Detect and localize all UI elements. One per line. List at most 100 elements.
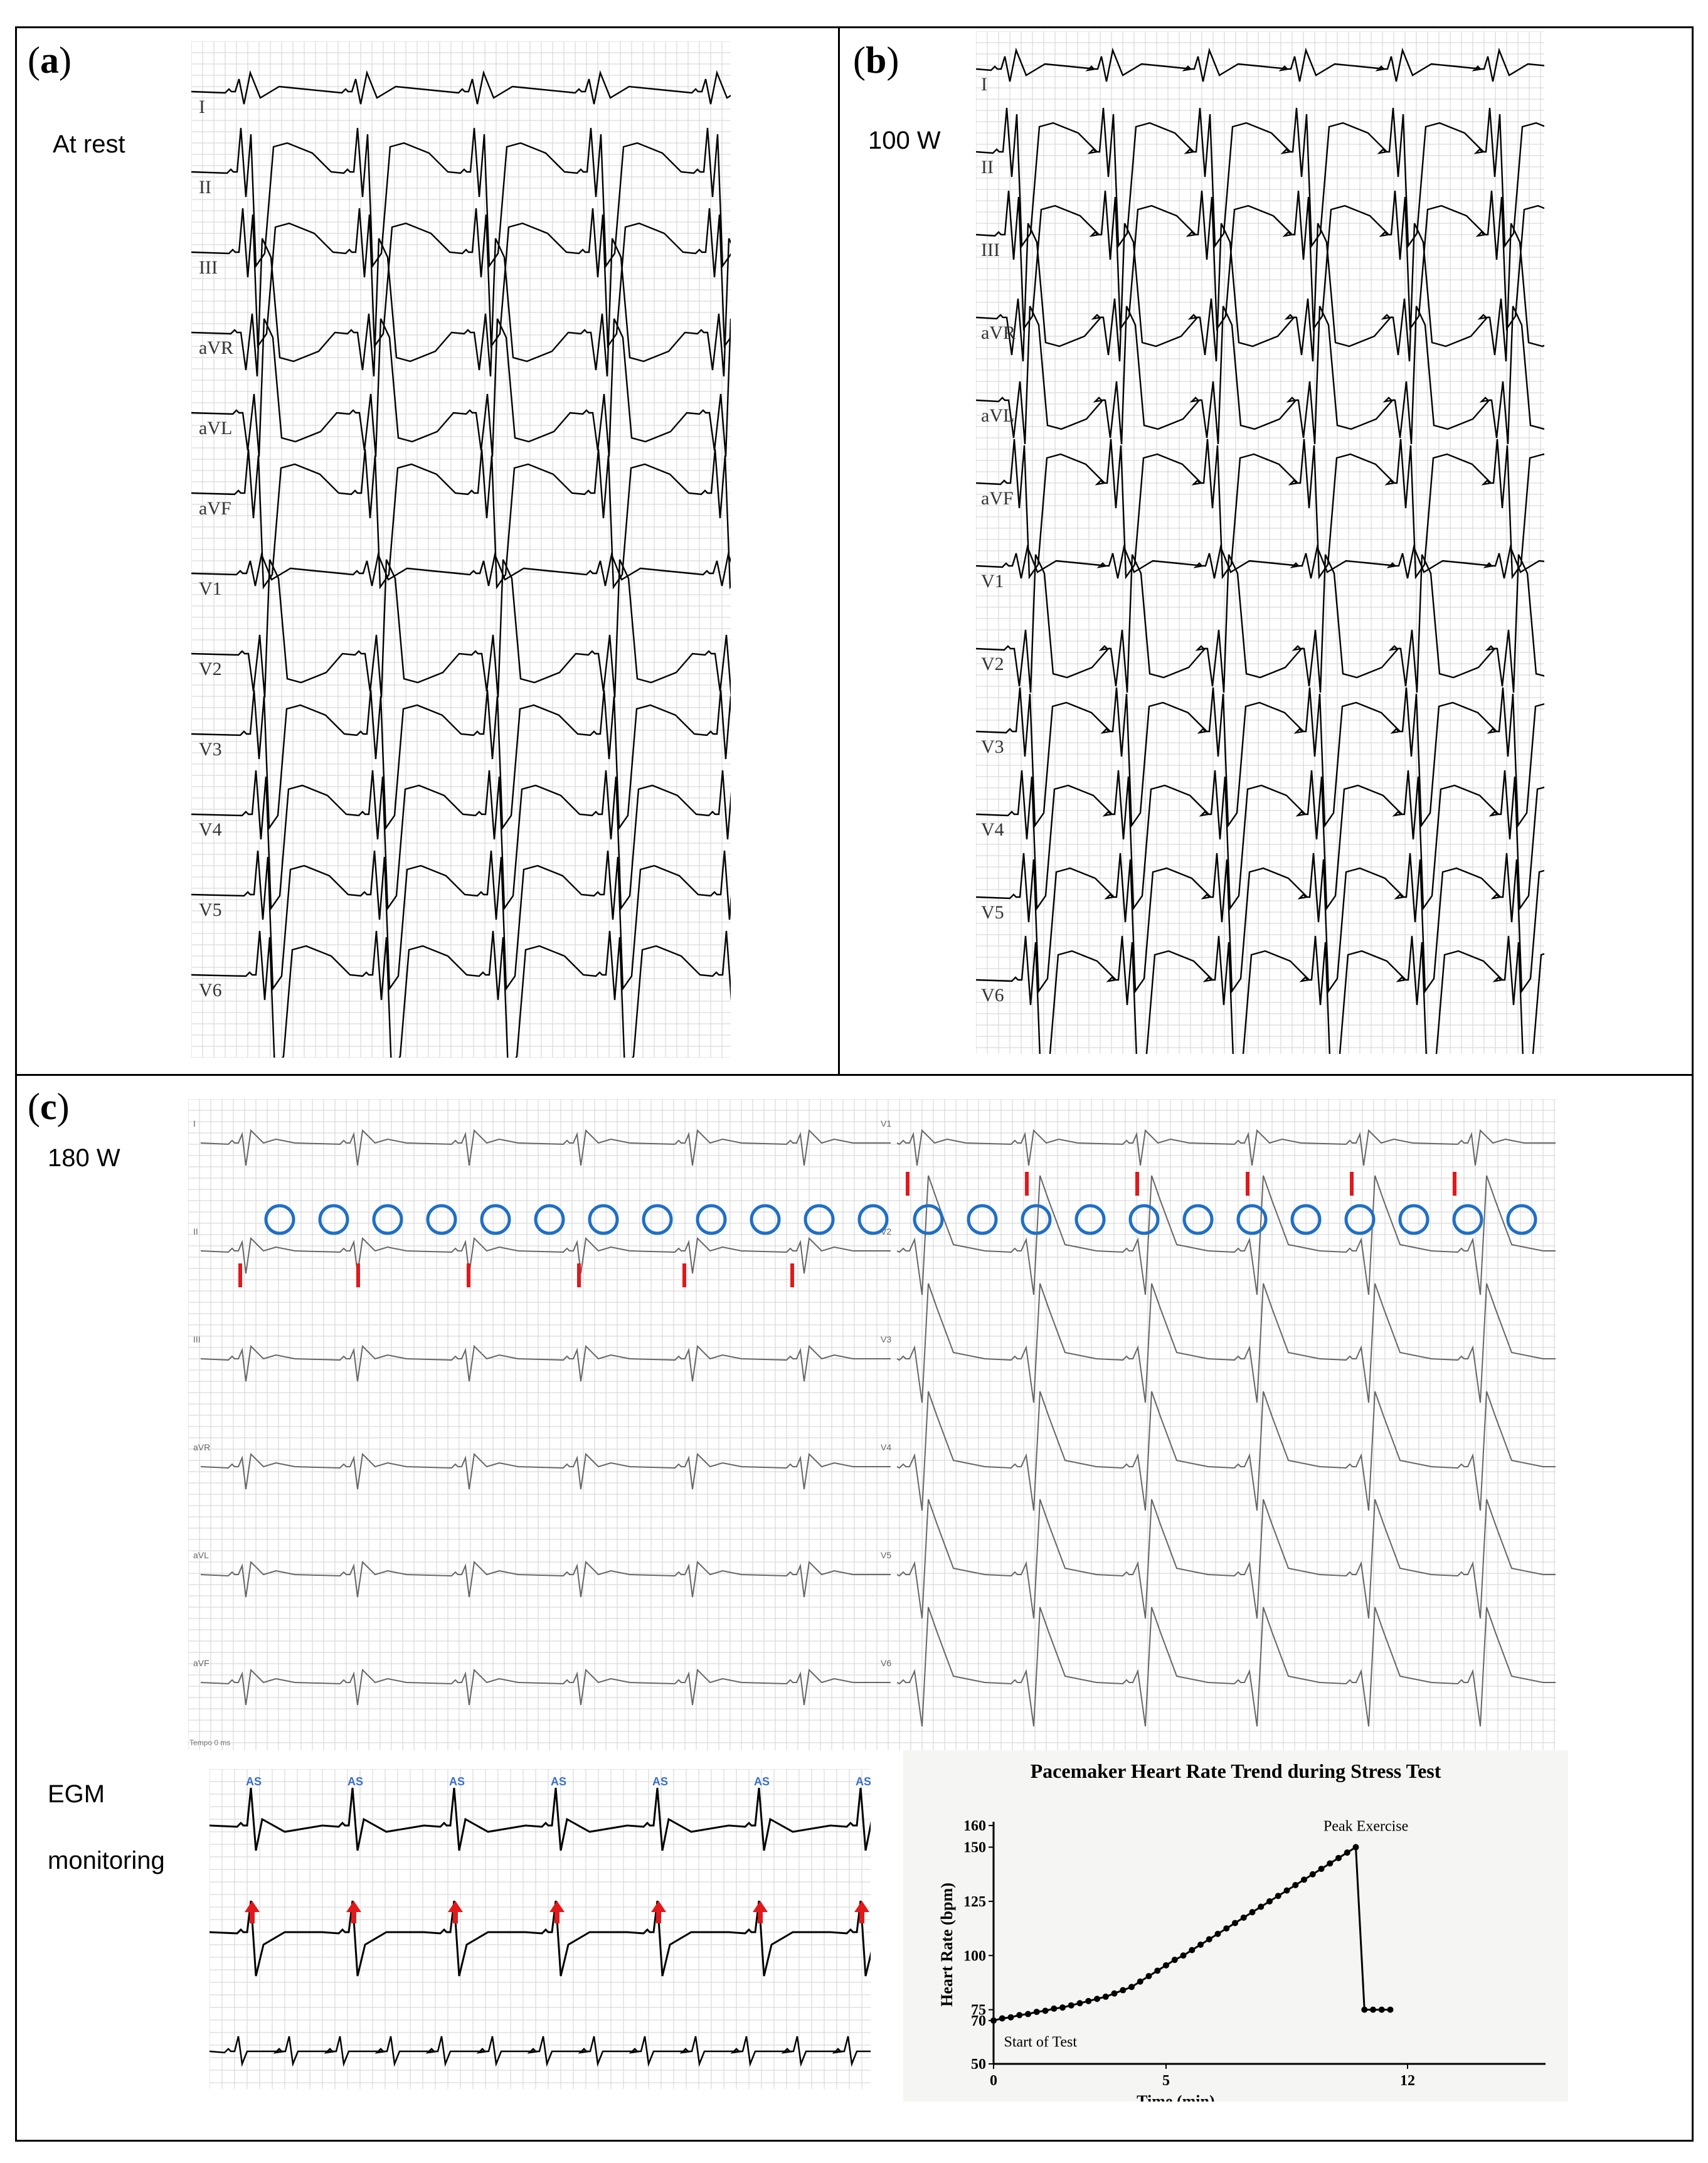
lead-label-v5: V5 [981, 902, 1004, 923]
egm-marker-as: AS [449, 1775, 465, 1788]
ecg-trace-avf [191, 449, 731, 590]
data-point [1249, 1909, 1256, 1916]
annotation-0: Peak Exercise [1323, 1819, 1408, 1835]
annotation-1: Start of Test [1004, 2034, 1078, 2050]
p-wave-circle [1290, 1204, 1322, 1235]
ecg-trace-v6 [976, 935, 1544, 1054]
data-point [1016, 2012, 1023, 2019]
egm-marker-as: AS [754, 1775, 770, 1788]
lead-label-v6: V6 [199, 980, 222, 1001]
data-point [1137, 1978, 1143, 1985]
ecg-trace-v4 [976, 770, 1544, 911]
lead-label-v3: V3 [199, 739, 222, 760]
ecg-trace-avr [976, 223, 1544, 362]
red-marker [577, 1263, 581, 1287]
x-axis-label: Time (min) [1137, 2092, 1214, 2102]
egm-marker-as: AS [856, 1775, 871, 1788]
p-wave-circle [318, 1204, 349, 1235]
data-point [1085, 1997, 1092, 2004]
red-marker [356, 1263, 360, 1287]
footer-label: Tempo 0 ms [189, 1738, 230, 1747]
data-point [1128, 1984, 1135, 1990]
lead-label-c-v1: V1 [881, 1119, 891, 1129]
lead-label-avl: aVL [981, 405, 1014, 426]
data-point [1387, 2006, 1394, 2013]
egm-trace-2 [210, 1900, 871, 1977]
lead-label-v3: V3 [981, 736, 1004, 757]
data-point [990, 2017, 997, 2024]
lead-label-c-avr: aVR [193, 1442, 210, 1452]
data-point [1189, 1947, 1196, 1953]
p-wave-circle [1128, 1204, 1160, 1235]
p-wave-circle [967, 1204, 998, 1235]
y-tick-label: 125 [963, 1894, 986, 1910]
ecg-trace-v2 [976, 554, 1544, 693]
data-point [1102, 1993, 1109, 2000]
data-point [1214, 1930, 1221, 1937]
panel-c-condition: 180 W [48, 1144, 120, 1172]
panel-a-label: (a) [28, 40, 72, 81]
red-arrow [753, 1901, 768, 1923]
data-point [1301, 1876, 1307, 1883]
ecg-trace-c-v5 [896, 1499, 1556, 1619]
ecg-trace-ii [976, 107, 1544, 248]
p-wave-circle [1236, 1204, 1268, 1235]
data-point [1258, 1903, 1265, 1910]
red-marker [467, 1263, 470, 1287]
ecg-trace-i [976, 47, 1544, 82]
data-point [999, 2015, 1005, 2022]
data-point [1275, 1893, 1281, 1900]
data-point [1344, 1849, 1350, 1856]
data-point [1094, 1996, 1100, 2002]
lead-label-c-i: I [193, 1119, 196, 1129]
data-point [1033, 2009, 1040, 2016]
data-point [1309, 1871, 1316, 1878]
ecg-trace-avl [191, 318, 731, 457]
lead-label-avf: aVF [981, 488, 1014, 509]
data-point [1120, 1987, 1127, 1994]
red-arrow [346, 1901, 361, 1923]
figure-frame [15, 26, 1694, 2142]
panel-b-condition: 100 W [868, 127, 941, 154]
red-marker [1350, 1172, 1354, 1196]
ecg-trace-c-v1 [896, 1129, 1556, 1166]
ecg-trace-c-i [200, 1129, 891, 1166]
red-marker [1246, 1172, 1249, 1196]
ecg-trace-iii [191, 208, 731, 349]
p-wave-circle [1344, 1204, 1376, 1235]
red-marker [906, 1172, 910, 1196]
red-marker [682, 1263, 686, 1287]
data-point [1292, 1882, 1299, 1888]
lead-label-avr: aVR [199, 337, 233, 358]
data-point [1076, 2000, 1083, 2007]
lead-label-c-iii: III [193, 1334, 201, 1344]
ecg-trace-c-avl [200, 1560, 891, 1598]
lead-label-c-avl: aVL [193, 1550, 209, 1560]
x-tick-label: 12 [1400, 2073, 1415, 2089]
lead-label-i: I [981, 74, 987, 95]
y-tick-label: 50 [971, 2056, 986, 2073]
ecg-trace-v1 [976, 544, 1544, 579]
lead-label-v6: V6 [981, 985, 1004, 1006]
p-wave-circle [264, 1204, 295, 1235]
data-point [1163, 1962, 1169, 1969]
x-tick-label: 0 [990, 2073, 997, 2089]
data-point [1232, 1920, 1238, 1927]
red-arrow [549, 1901, 565, 1923]
data-point [1059, 2004, 1066, 2011]
red-arrow [651, 1901, 666, 1923]
panel-a-condition: At rest [53, 130, 125, 158]
data-point [1283, 1887, 1290, 1894]
ecg-trace-iii [976, 190, 1544, 331]
data-point [1042, 2007, 1049, 2014]
p-wave-circle [372, 1204, 403, 1235]
ecg-trace-v4 [191, 770, 731, 911]
lead-label-v1: V1 [981, 571, 1004, 592]
p-wave-circle [1452, 1204, 1483, 1235]
data-point [1180, 1952, 1187, 1959]
data-point [1335, 1854, 1342, 1861]
ecg-trace-v6 [191, 930, 731, 1058]
ecg-trace-v3 [976, 687, 1544, 828]
data-point [1370, 2006, 1376, 2013]
